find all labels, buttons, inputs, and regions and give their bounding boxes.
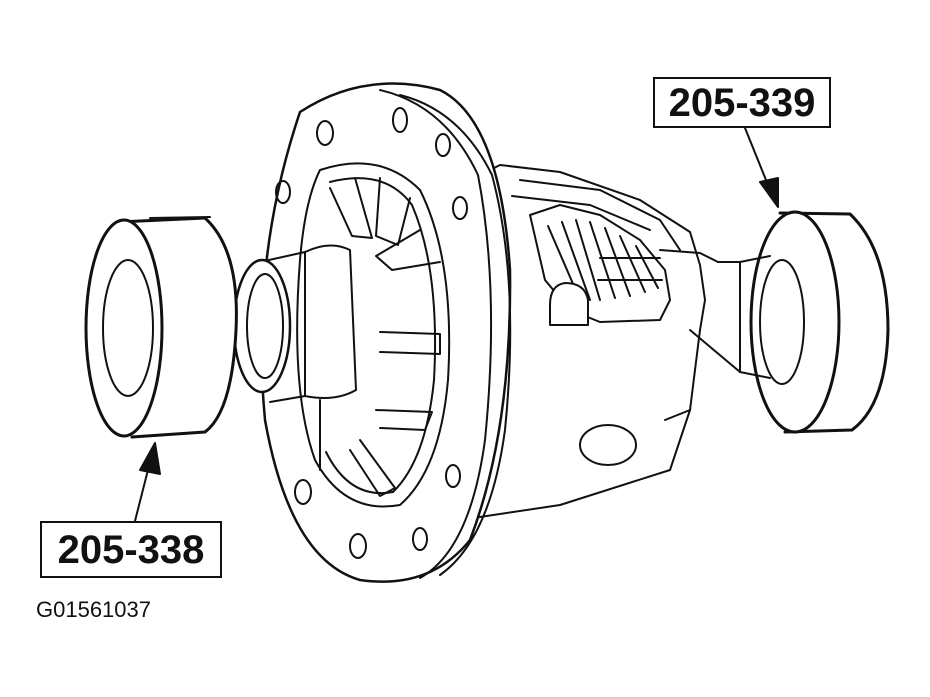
left-bearing-journal [232,258,292,394]
leader-arrow-right [744,127,779,208]
left-bearing-cup [84,216,238,439]
tool-callout-205-339: 205-339 [653,77,831,128]
right-bearing-cup [739,210,890,434]
differential-case-body [459,164,741,521]
differential-flange [259,82,512,583]
leader-arrow-left [134,442,161,522]
tool-callout-205-338: 205-338 [40,521,222,578]
figure-id-label: G01561037 [36,597,151,622]
tool-number-label: 205-339 [668,80,816,125]
tool-number-label: 205-338 [57,527,205,572]
